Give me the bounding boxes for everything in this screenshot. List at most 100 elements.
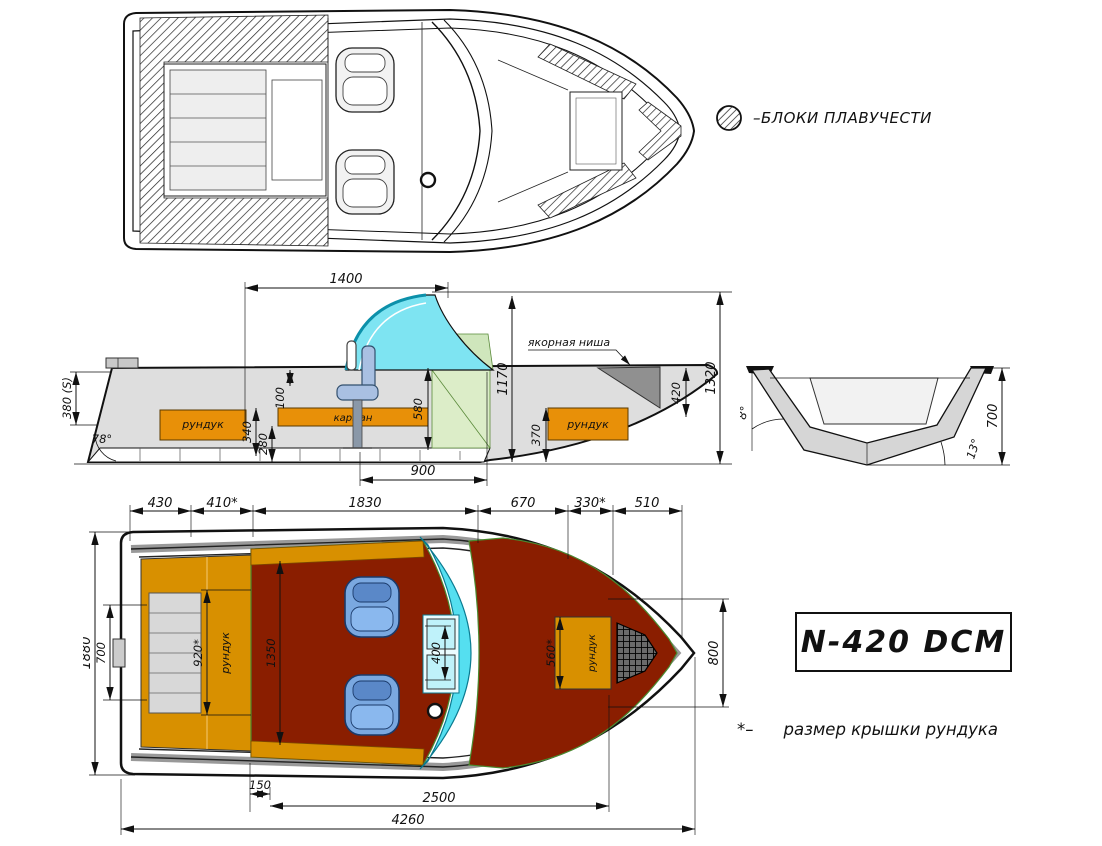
buoyancy-blocks-hatched (139, 14, 682, 247)
dim-580: 580 (411, 368, 432, 450)
anchor-niche-grid (616, 622, 658, 684)
dim-380s-value: 380 (S) (60, 377, 74, 419)
interior-plan-view: 430 410* 1830 670 330* 510 1880 700 920*… (83, 497, 729, 835)
dim-580-value: 580 (411, 398, 425, 420)
dim-150: 150 (249, 763, 271, 812)
anchor-niche-callout: якорная ниша (528, 336, 631, 366)
dim-100: 100 (273, 370, 294, 409)
dim-340: 340 (240, 408, 260, 456)
seat-left (335, 47, 395, 113)
dim-410-value: 410* (206, 497, 238, 511)
legend-label: –БЛОКИ ПЛАВУЧЕСТИ (753, 109, 932, 127)
dim-330-value: 330* (574, 497, 606, 511)
dim-1170-value: 1170 (496, 362, 511, 395)
dim-340-value: 340 (240, 421, 254, 443)
stern-locker-plan-label: рундук (219, 632, 232, 675)
model-title: N-420 DCM (800, 624, 1007, 660)
dim-420-value: 420 (669, 382, 683, 404)
anchor-niche (596, 366, 661, 409)
dim-510-value: 510 (635, 497, 660, 511)
dim-920-value: 920* (191, 639, 205, 667)
dim-800-value: 800 (707, 641, 722, 666)
dim-1320-value: 1320 (704, 361, 719, 394)
dim-920: 920* (191, 589, 251, 716)
dim-1880-value: 1880 (83, 636, 94, 669)
dim-700-transom: 700 (986, 367, 1010, 465)
footnote-text: размер крышки рундука (783, 720, 998, 739)
cockpit-zone (250, 540, 456, 766)
legend: –БЛОКИ ПЛАВУЧЕСТИ (714, 103, 932, 133)
dim-700-transom-value: 700 (986, 404, 1001, 429)
dim-8deg: 8° (740, 370, 785, 451)
transom-bracket-plan (112, 638, 126, 668)
windshield-plan (419, 536, 472, 770)
dim-chain-top: 430 410* 1830 670 330* 510 (129, 497, 683, 639)
dim-150-value: 150 (249, 778, 271, 792)
side-shelf-bottom (250, 740, 425, 766)
side-view: рундук карман рундук якорная ниша (60, 272, 732, 486)
nav-light-plan (426, 702, 444, 720)
dim-1880: 1880 (83, 531, 135, 776)
dim-370: 370 (529, 408, 550, 462)
dim-400-value: 400 (429, 642, 443, 664)
buoyancy-hatch-swatch-icon (716, 105, 742, 131)
steering-wheel (346, 340, 357, 371)
interior-side: рундук карман рундук (159, 293, 661, 449)
dim-670-value: 670 (511, 497, 536, 511)
model-title-box: N-420 DCM (795, 612, 1012, 672)
dim-280-value: 280 (256, 433, 270, 455)
dim-8deg-value: 8° (740, 404, 752, 421)
bow-locker-label: рундук (566, 418, 609, 431)
nav-light (419, 171, 437, 189)
dim-380s: 380 (S) (60, 371, 110, 426)
stern-locker-label: рундук (181, 418, 224, 431)
side-shelf-top (250, 540, 425, 566)
dim-700-plan: 700 (94, 604, 147, 701)
helm-seat-side (336, 345, 379, 449)
top-plan-view (123, 8, 696, 254)
dim-1320: 1320 (704, 292, 724, 464)
bow-locker-plan-label: рундук (587, 634, 598, 673)
transom-bracket (105, 357, 139, 369)
bottom-frames (139, 448, 461, 461)
bow-locker-plan (554, 616, 612, 690)
footnote-marker: *– (737, 720, 754, 739)
dim-2500: 2500 (270, 695, 610, 812)
dim-1350-value: 1350 (264, 638, 278, 667)
dim-370-value: 370 (529, 424, 543, 446)
dim-560: 560* (544, 617, 564, 689)
stern-locker-side (159, 409, 247, 441)
dim-13deg-value: 13° (963, 437, 983, 461)
anchor-niche-label: якорная ниша (528, 336, 610, 349)
seat-right (335, 149, 395, 215)
dim-100-value: 100 (273, 387, 287, 409)
dim-4260-value: 4260 (391, 813, 424, 828)
transom-section-view: 8° 13° 700 (740, 366, 1010, 466)
bow-zone (468, 537, 678, 769)
dim-1170: 1170 (496, 296, 516, 462)
cockpit-structures (327, 18, 437, 244)
dim-700-plan-value: 700 (94, 642, 108, 664)
seat-left-plan (344, 576, 400, 638)
dim-900: 900 (359, 372, 488, 486)
dim-78deg-value: 78° (92, 432, 112, 446)
dim-13deg: 13° (867, 437, 1010, 466)
dim-2500-value: 2500 (422, 791, 455, 806)
stern-structures (163, 63, 327, 197)
seat-right-plan (344, 674, 400, 736)
dim-800: 800 (608, 598, 729, 708)
bow-deck-structures (497, 59, 623, 203)
dim-400: 400 (425, 625, 451, 681)
dim-1400: 1400 (244, 272, 449, 424)
dim-78deg: 78° (92, 432, 117, 462)
stern-zone (140, 554, 252, 752)
dim-560-value: 560* (544, 639, 558, 667)
dim-280: 280 (256, 426, 276, 462)
dim-420: 420 (669, 368, 690, 417)
footnote: *– размер крышки рундука (737, 720, 998, 739)
dim-1350: 1350 (264, 561, 284, 745)
dim-430-value: 430 (148, 497, 173, 511)
dim-900-value: 900 (411, 464, 436, 479)
transom-shape (746, 366, 994, 466)
